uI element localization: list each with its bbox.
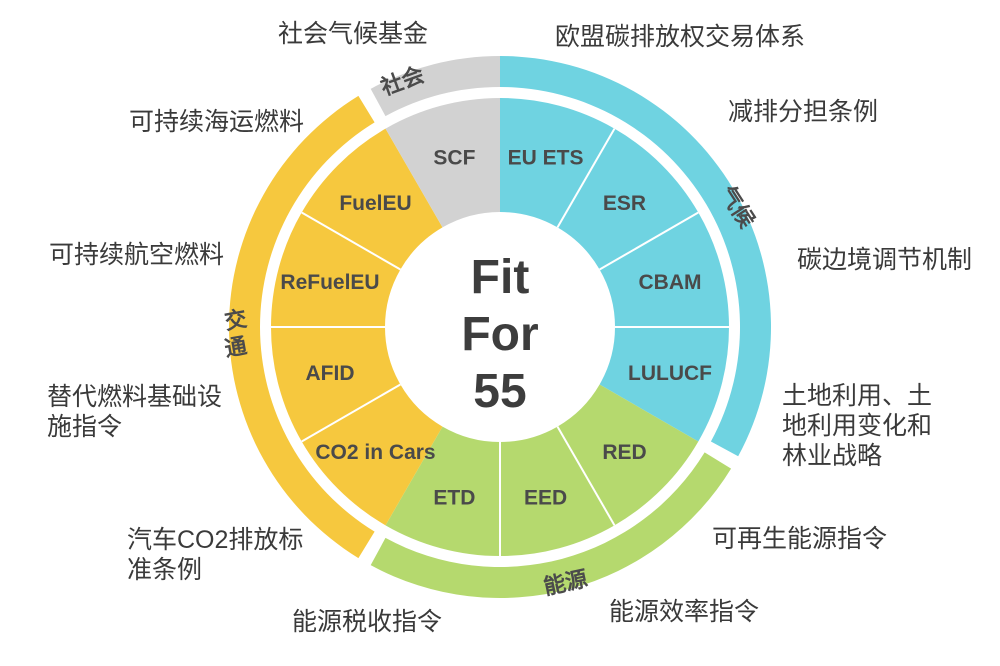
segment-label-eed: EED	[524, 486, 567, 509]
outer-arc-energy	[370, 452, 732, 599]
label-lulucf-line-3: 林业战略	[782, 442, 883, 470]
segment-label-scf: SCF	[433, 146, 475, 169]
segment-divider	[599, 211, 699, 271]
segment-fueleu	[301, 128, 443, 270]
segment-red	[557, 384, 699, 526]
segment-eed	[500, 426, 615, 556]
label-afid: 替代燃料基础设施指令	[47, 382, 222, 442]
label-esr-line-1: 减排分担条例	[728, 98, 879, 126]
segment-co2-in-cars	[301, 384, 443, 526]
segment-divider	[556, 128, 616, 228]
label-etd-line-1: 能源税收指令	[292, 608, 443, 636]
segment-lulucf	[599, 327, 729, 442]
label-lulucf-line-1: 土地利用、土	[782, 382, 933, 410]
label-co2-in-cars: 汽车CO2排放标准条例	[127, 525, 303, 585]
label-etd: 能源税收指令	[292, 607, 442, 637]
segment-label-refueleu: ReFuelEU	[280, 271, 379, 294]
segment-afid	[271, 327, 401, 442]
segment-cbam	[599, 212, 729, 327]
segment-etd	[385, 426, 500, 556]
segment-label-esr: ESR	[603, 192, 646, 215]
label-scf-line-1: 社会气候基金	[278, 20, 429, 48]
group-label-transport-char-1: 交	[223, 306, 249, 334]
segment-divider	[301, 383, 401, 443]
segment-refueleu	[271, 212, 401, 327]
segment-divider	[556, 426, 616, 526]
outer-arc-society	[370, 56, 500, 117]
label-fueleu: 可持续海运燃料	[129, 107, 304, 137]
segment-label-afid: AFID	[306, 362, 355, 385]
center-title-line-1: Fit	[471, 251, 530, 304]
outer-arc-transport	[228, 95, 375, 559]
center-title-line-3: 55	[473, 365, 526, 418]
label-afid-line-1: 替代燃料基础设	[47, 383, 223, 411]
label-eed-line-1: 能源效率指令	[609, 598, 760, 626]
segment-label-cbam: CBAM	[639, 271, 702, 294]
segment-eu-ets	[500, 98, 615, 228]
group-label-transport-char-2: 通	[223, 333, 249, 361]
label-scf: 社会气候基金	[278, 19, 428, 49]
label-eed: 能源效率指令	[609, 597, 759, 627]
label-fueleu-line-1: 可持续海运燃料	[129, 108, 305, 136]
label-co2-in-cars-line-1: 汽车CO2排放标	[127, 526, 304, 554]
segment-esr	[557, 128, 699, 270]
label-red-line-1: 可再生能源指令	[712, 525, 888, 553]
label-refueleu: 可持续航空燃料	[49, 240, 224, 270]
segment-label-etd: ETD	[433, 486, 475, 509]
outer-arc-climate	[500, 56, 772, 457]
label-afid-line-2: 施指令	[47, 413, 123, 441]
label-eu-ets: 欧盟碳排放权交易体系	[555, 22, 805, 52]
label-co2-in-cars-line-2: 准条例	[127, 556, 203, 584]
segment-label-red: RED	[602, 441, 646, 464]
segment-label-lulucf: LULUCF	[628, 362, 712, 385]
label-lulucf-line-2: 地利用变化和	[782, 412, 933, 440]
segment-label-fueleu: FuelEU	[339, 192, 411, 215]
label-refueleu-line-1: 可持续航空燃料	[49, 241, 225, 269]
label-esr: 减排分担条例	[728, 97, 878, 127]
label-red: 可再生能源指令	[712, 524, 887, 554]
segment-label-co2-in-cars: CO2 in Cars	[315, 441, 435, 464]
center-title-line-2: For	[461, 308, 538, 361]
segment-label-eu-ets: EU ETS	[508, 146, 584, 169]
label-lulucf: 土地利用、土地利用变化和林业战略	[782, 381, 932, 471]
label-cbam-line-1: 碳边境调节机制	[797, 246, 973, 274]
label-cbam: 碳边境调节机制	[797, 245, 972, 275]
label-eu-ets-line-1: 欧盟碳排放权交易体系	[555, 23, 806, 51]
segment-divider	[301, 211, 401, 271]
segment-scf	[385, 98, 500, 228]
